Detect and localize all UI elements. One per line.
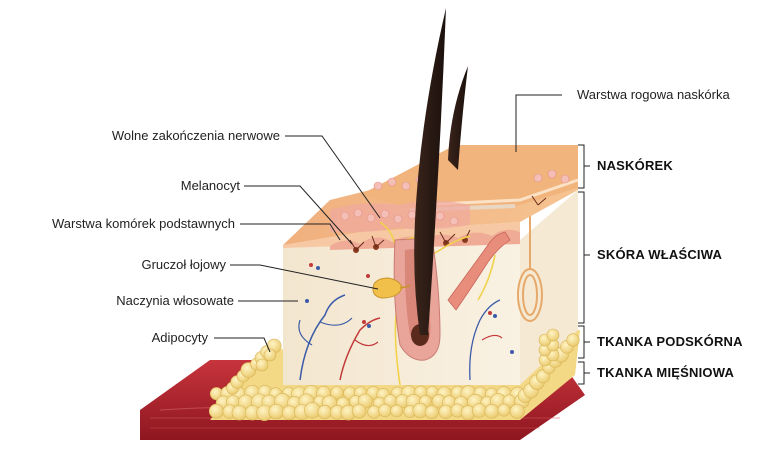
fat-cell bbox=[471, 403, 487, 418]
label-free-nerve-endings: Wolne zakończenia nerwowe bbox=[111, 128, 280, 143]
fat-cell bbox=[231, 405, 247, 421]
fat-cell bbox=[268, 403, 284, 420]
label-adipocytes: Adipocyty bbox=[151, 330, 208, 345]
leader-lines bbox=[214, 94, 562, 353]
hair-shaft bbox=[414, 8, 468, 335]
fat-cell bbox=[208, 403, 224, 419]
label-capillaries: Naczynia włosowate bbox=[116, 293, 234, 308]
layer-brackets bbox=[578, 144, 590, 385]
fat-cell bbox=[438, 404, 453, 419]
sweat-gland bbox=[517, 215, 543, 322]
layer-label-muscle: TKANKA MIĘŚNIOWA bbox=[597, 365, 735, 380]
fat-cell bbox=[378, 403, 392, 418]
fat-cell bbox=[566, 333, 580, 347]
fat-cell bbox=[484, 403, 500, 419]
arrector-pili-muscle bbox=[447, 231, 511, 311]
fat-cell bbox=[390, 404, 403, 418]
fat-cell bbox=[351, 403, 367, 419]
label-sebaceous-gland: Gruczoł łojowy bbox=[141, 257, 226, 272]
layer-label-dermis: SKÓRA WŁAŚCIWA bbox=[597, 247, 723, 262]
fat-cell bbox=[424, 405, 439, 420]
fat-cell bbox=[497, 403, 511, 417]
fat-cell bbox=[317, 404, 332, 420]
fat-cell bbox=[263, 348, 277, 362]
label-basal-cell-layer: Warstwa komórek podstawnych bbox=[51, 216, 235, 231]
fat-cell bbox=[509, 403, 525, 419]
sebaceous-gland bbox=[372, 277, 411, 299]
label-melanocyte: Melanocyt bbox=[180, 178, 240, 193]
layer-label-epidermis: NASKÓREK bbox=[597, 158, 673, 173]
fat-cell bbox=[255, 358, 269, 372]
adipocyte-cluster bbox=[208, 328, 580, 421]
label-stratum-corneum: Warstwa rogowa naskórka bbox=[577, 87, 730, 102]
fat-cell bbox=[367, 405, 381, 419]
layer-label-hypodermis: TKANKA PODSKÓRNA bbox=[597, 334, 743, 349]
fat-cell bbox=[546, 328, 560, 342]
